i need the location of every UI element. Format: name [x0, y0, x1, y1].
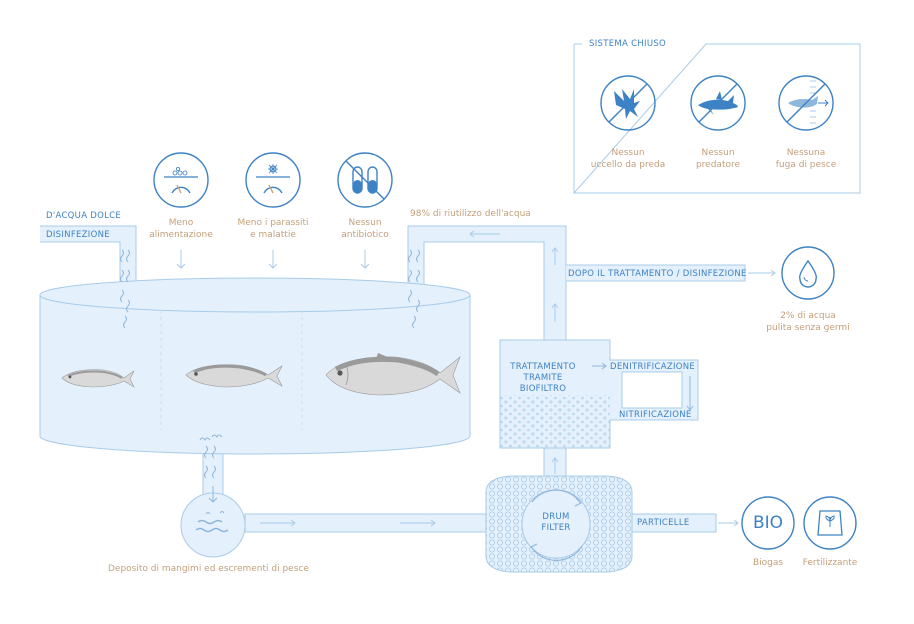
drum-filter-line1: DRUM	[542, 512, 570, 522]
benefit-2-label: Meno i parassiti e malattie	[218, 217, 328, 241]
flow-arrows	[260, 230, 776, 527]
sediment-label: Deposito di mangimi ed escrementi di pes…	[108, 564, 309, 574]
bio-badge: BIO	[752, 513, 784, 533]
benefit-1-line2: alimentazione	[149, 230, 213, 240]
closed-system-item-2-line1: Nessun	[701, 148, 735, 158]
closed-system-item-3-line1: Nessuna	[786, 148, 826, 158]
fish-small	[61, 369, 135, 388]
reuse-label: 98% di riutilizzo dell'acqua	[410, 209, 531, 219]
benefit-icons	[153, 152, 393, 269]
treatment-title-line1: TRATTAMENTO	[510, 362, 576, 372]
pipes	[40, 225, 746, 533]
fish-medium	[185, 364, 283, 388]
drum-filter-line2: FILTER	[541, 523, 571, 533]
bio-icon	[741, 496, 795, 550]
closed-system-item-1-line2: uccello da preda	[590, 160, 666, 170]
benefit-3-line2: antibiotico	[341, 230, 389, 240]
parasite-gauge-icon	[245, 152, 301, 208]
treatment-title-line3: BIOFILTRO	[519, 384, 567, 394]
clean-water-line2: pulita senza germi	[766, 323, 850, 333]
drum-filter-unit	[485, 475, 633, 573]
biogas-label: Biogas	[752, 558, 784, 568]
clean-water-line1: 2% di acqua	[780, 311, 836, 321]
eagle-crossed-icon	[600, 75, 656, 131]
particles-label: PARTICELLE	[637, 518, 690, 528]
benefit-2-line2: e malattie	[250, 230, 296, 240]
shark-crossed-icon	[690, 75, 746, 131]
closed-system-item-2-label: Nessun predatore	[668, 147, 768, 171]
benefit-3-label: Nessun antibiotico	[315, 217, 415, 241]
closed-system-item-1-line1: Nessun	[611, 148, 645, 158]
benefit-3-line1: Nessun	[348, 218, 382, 228]
benefit-1-label: Meno alimentazione	[131, 217, 231, 241]
fish-escape-crossed-icon	[778, 75, 834, 131]
fertilizer-label: Fertilizzante	[802, 558, 858, 568]
nitrification-label: NITRIFICAZIONE	[619, 410, 692, 420]
closed-system-title: SISTEMA CHIUSO	[589, 39, 667, 49]
inlet-label-line2: DISINFEZIONE	[46, 230, 110, 240]
closed-system-item-3-label: Nessuna fuga di pesce	[756, 147, 856, 171]
water-drop-icon	[781, 246, 835, 300]
no-antibiotic-icon	[337, 152, 393, 208]
drum-filter-label: DRUM FILTER	[528, 512, 584, 534]
fish-large	[325, 353, 461, 396]
closed-system-item-2-line2: predatore	[695, 160, 741, 170]
closed-system-item-1-label: Nessun uccello da preda	[578, 147, 678, 171]
fertilizer-bag-icon	[803, 496, 857, 550]
benefit-2-line1: Meno i parassiti	[237, 218, 309, 228]
clean-water-label: 2% di acqua pulita senza germi	[748, 310, 868, 334]
denitrification-label: DENITRIFICAZIONE	[610, 362, 696, 372]
feeding-gauge-icon	[153, 152, 209, 208]
closed-system-panel	[572, 43, 861, 194]
treatment-title: TRATTAMENTO TRAMITE BIOFILTRO	[503, 362, 583, 395]
biofilter-unit	[499, 339, 699, 449]
sediment-collector	[180, 486, 246, 558]
benefit-1-line1: Meno	[168, 218, 194, 228]
closed-system-item-3-line2: fuga di pesce	[775, 160, 837, 170]
after-treatment-label: DOPO IL TRATTAMENTO / DISINFEZIONE	[568, 269, 747, 279]
treatment-title-line2: TRAMITE	[523, 373, 563, 383]
inlet-label-line1: D'ACQUA DOLCE	[46, 211, 122, 221]
